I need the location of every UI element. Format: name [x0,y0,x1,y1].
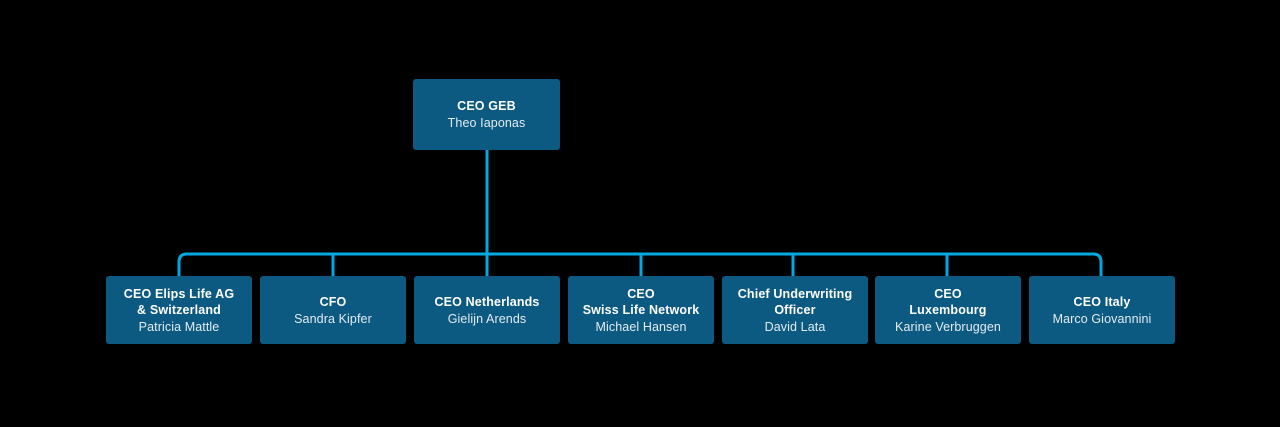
org-node-cfo[interactable]: CFO Sandra Kipfer [260,276,406,344]
org-node-role: CEO Swiss Life Network [582,286,700,317]
org-node-ceo-geb[interactable]: CEO GEB Theo Iaponas [413,79,560,150]
org-node-ceo-swiss-life-network[interactable]: CEO Swiss Life Network Michael Hansen [568,276,714,344]
org-node-role: CEO Luxembourg [909,286,987,317]
org-node-person: Gielijn Arends [447,311,527,326]
org-node-role: CFO [319,294,347,309]
org-node-role: CEO Elips Life AG & Switzerland [123,286,235,317]
org-node-person: Michael Hansen [595,319,687,334]
org-node-ceo-elips-life-switzerland[interactable]: CEO Elips Life AG & Switzerland Patricia… [106,276,252,344]
org-node-role: Chief Underwriting Officer [737,286,853,317]
org-node-chief-underwriting-officer[interactable]: Chief Underwriting Officer David Lata [722,276,868,344]
org-node-ceo-luxembourg[interactable]: CEO Luxembourg Karine Verbruggen [875,276,1021,344]
org-node-person: Marco Giovannini [1052,311,1152,326]
org-node-ceo-italy[interactable]: CEO Italy Marco Giovannini [1029,276,1175,344]
org-node-role: CEO Netherlands [434,294,540,309]
org-node-role: CEO GEB [457,99,516,113]
org-node-ceo-netherlands[interactable]: CEO Netherlands Gielijn Arends [414,276,560,344]
org-node-person: David Lata [764,319,826,334]
org-node-person: Sandra Kipfer [294,311,372,326]
org-node-person: Patricia Mattle [138,319,220,334]
org-node-person: Karine Verbruggen [895,319,1001,334]
connector-horizontal-bus [177,252,1103,276]
org-node-role: CEO Italy [1073,294,1131,309]
org-node-person: Theo Iaponas [447,116,526,130]
